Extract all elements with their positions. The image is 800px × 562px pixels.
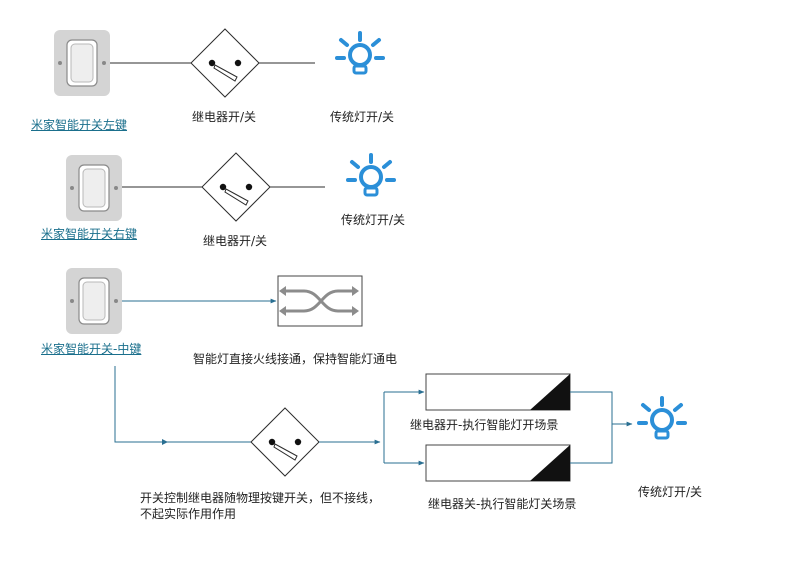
lamp-2-icon	[346, 153, 396, 197]
note-direct-power: 智能灯直接火线接通，保持智能灯通电	[193, 352, 398, 366]
lamp-1-label: 传统灯开/关	[330, 110, 395, 124]
lamp-3-label: 传统灯开/关	[638, 485, 703, 499]
lamp-2-label: 传统灯开/关	[341, 213, 406, 227]
lamp-3-icon	[637, 396, 687, 440]
switch-right-key-icon	[65, 154, 123, 222]
scene-on-label: 继电器开-执行智能灯开场景	[410, 418, 559, 432]
relay-2-icon	[201, 152, 271, 222]
switch-left-key-icon	[53, 29, 111, 97]
relay-3-icon	[250, 407, 320, 477]
wire-middle-down	[114, 366, 255, 443]
lamp-1-icon	[335, 31, 385, 75]
note-switch-control: 开关控制继电器随物理按键开关，但不接线，不起实际作用作用	[140, 491, 381, 521]
merge-lines	[570, 391, 613, 464]
relay-1-label: 继电器开/关	[192, 110, 257, 124]
scene-off-box	[425, 444, 571, 482]
switch-right-key-link[interactable]: 米家智能开关右键	[41, 227, 138, 241]
switch-left-key-link[interactable]: 米家智能开关左键	[31, 118, 128, 132]
crossover-box-icon	[277, 275, 363, 327]
switch-middle-key-icon	[65, 267, 123, 335]
relay-1-icon	[190, 28, 260, 98]
scene-on-box	[425, 373, 571, 411]
scene-off-label: 继电器关-执行智能灯关场景	[428, 497, 577, 511]
switch-middle-key-link[interactable]: 米家智能开关-中键	[41, 342, 142, 356]
relay-2-label: 继电器开/关	[203, 234, 268, 248]
flow-arrow-small	[162, 439, 168, 445]
